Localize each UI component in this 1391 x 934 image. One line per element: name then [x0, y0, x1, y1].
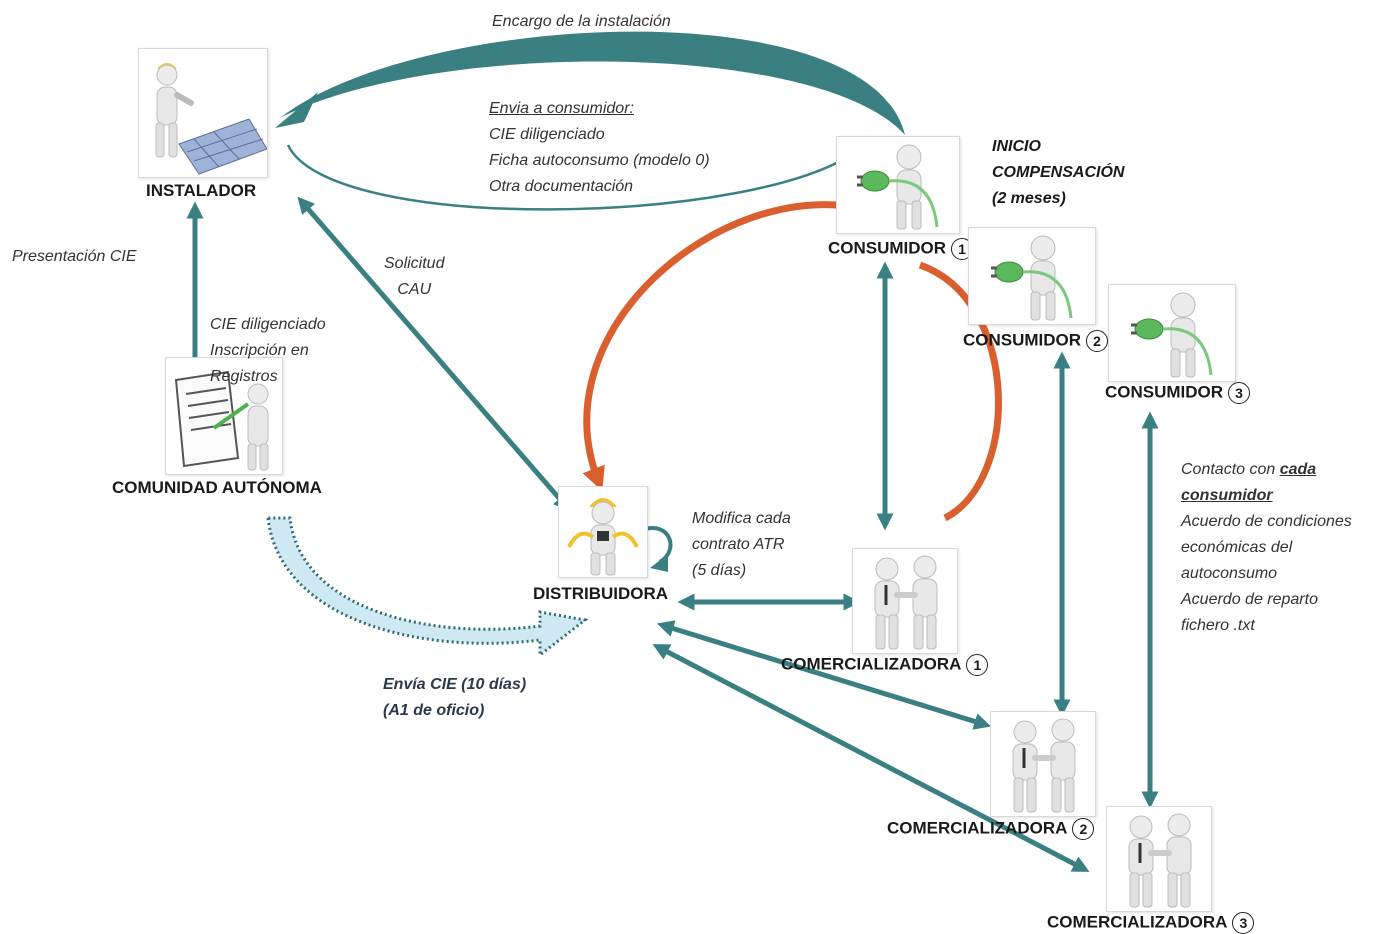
- arrow-consumidor-distribuidora: [582, 201, 861, 492]
- note-cie-registro-line: Inscripción en: [210, 342, 309, 359]
- consumidor1-text: CONSUMIDOR: [828, 238, 947, 258]
- arrow-distribuidora-loop-head: [650, 554, 668, 572]
- note-presentacion: Presentación CIE: [12, 248, 137, 265]
- note-solicitud-line: Solicitud: [384, 255, 445, 272]
- arrow-encargo-head: [275, 92, 318, 128]
- note-contacto-cada: cada: [1279, 461, 1317, 478]
- note-inicio-line: INICIO: [992, 138, 1041, 155]
- note-modifica: Modifica cada contrato ATR (5 días): [692, 506, 791, 584]
- note-encargo: Encargo de la instalación: [492, 13, 671, 30]
- note-contacto-line: Acuerdo de condiciones: [1181, 513, 1352, 530]
- note-modifica-line: Modifica cada: [692, 510, 791, 527]
- comercializadora1-number: 1: [966, 654, 989, 676]
- distribuidora-image: [558, 486, 648, 578]
- arrow-solicitud-cau: [297, 196, 571, 512]
- comercializadora2-number: 2: [1072, 818, 1095, 840]
- note-contacto-line: Acuerdo de reparto: [1181, 591, 1318, 608]
- handshake-icon: [1128, 813, 1192, 908]
- consumidor3-image: [1108, 284, 1236, 382]
- comercializadora3-text: COMERCIALIZADORA: [1047, 912, 1228, 932]
- handshake-icon: [1012, 718, 1076, 813]
- arrow-distribuidora-comercializadora3: [652, 644, 1090, 872]
- consumer-plug-icon: [857, 144, 939, 230]
- clipboard-icon: [174, 370, 269, 471]
- note-contacto: Contacto con cada consumidor Acuerdo de …: [1181, 457, 1352, 639]
- handshake-icon: [874, 555, 938, 650]
- note-envia-line: Ficha autoconsumo (modelo 0): [489, 152, 710, 169]
- consumidor2-image: [968, 227, 1096, 325]
- note-cie-registro-line: Registros: [210, 368, 278, 385]
- note-cie-registro-line: CIE diligenciado: [210, 316, 326, 333]
- comercializadora2-text: COMERCIALIZADORA: [887, 818, 1068, 838]
- note-contacto-line: fichero .txt: [1181, 617, 1255, 634]
- comercializadora1-text: COMERCIALIZADORA: [781, 654, 962, 674]
- consumer-plug-icon: [1131, 292, 1213, 378]
- consumidor3-text: CONSUMIDOR: [1105, 382, 1224, 402]
- note-envia-line: Otra documentación: [489, 178, 634, 195]
- consumidor3-number: 3: [1228, 382, 1251, 404]
- note-envia-line: CIE diligenciado: [489, 126, 605, 143]
- note-envia-title: Envia a consumidor:: [489, 100, 634, 117]
- instalador-image: [138, 48, 268, 178]
- consumidor1-image: [836, 136, 960, 234]
- consumidor2-number: 2: [1086, 330, 1109, 352]
- consumidor2-text: CONSUMIDOR: [963, 330, 1082, 350]
- note-solicitud: Solicitud CAU: [384, 251, 444, 303]
- note-solicitud-line: CAU: [397, 281, 432, 298]
- note-contacto-consumidor: consumidor: [1181, 487, 1273, 504]
- comercializadora3-number: 3: [1232, 912, 1255, 934]
- note-envia-cie-line: Envía CIE (10 días): [383, 676, 527, 693]
- note-inicio-line: COMPENSACIÓN: [992, 164, 1125, 181]
- note-contacto-first: Contacto con cada: [1181, 457, 1352, 483]
- note-cie-registro: CIE diligenciado Inscripción en Registro…: [210, 312, 326, 390]
- arrow-envia-cie: [266, 516, 589, 659]
- note-inicio-line: (2 meses): [992, 190, 1066, 207]
- note-modifica-line: contrato ATR: [692, 536, 785, 553]
- note-envia-cie: Envía CIE (10 días) (A1 de oficio): [383, 672, 526, 724]
- distributor-worker-icon: [567, 498, 639, 576]
- arrow-encargo: [280, 31, 905, 135]
- note-inicio: INICIO COMPENSACIÓN (2 meses): [992, 134, 1124, 212]
- installer-icon: [155, 63, 267, 175]
- note-modifica-line: (5 días): [692, 562, 747, 579]
- label-distribuidora: DISTRIBUIDORA: [533, 584, 669, 603]
- comercializadora1-image: [852, 548, 958, 654]
- note-contacto-line: económicas del: [1181, 539, 1293, 556]
- note-envia-cie-line: (A1 de oficio): [383, 702, 485, 719]
- comercializadora2-image: [990, 711, 1096, 817]
- label-comunidad: COMUNIDAD AUTÓNOMA: [112, 478, 322, 497]
- comercializadora3-image: [1106, 806, 1212, 912]
- consumer-plug-icon: [991, 235, 1073, 321]
- note-contacto-line: autoconsumo: [1181, 565, 1278, 582]
- comunidad-image: [165, 357, 283, 475]
- arrow-comercializadora-consumidor: [918, 261, 1002, 522]
- note-contacto-prefix: Contacto con: [1181, 461, 1280, 478]
- note-envia: Envia a consumidor: CIE diligenciado Fic…: [489, 96, 710, 200]
- label-instalador: INSTALADOR: [146, 181, 257, 200]
